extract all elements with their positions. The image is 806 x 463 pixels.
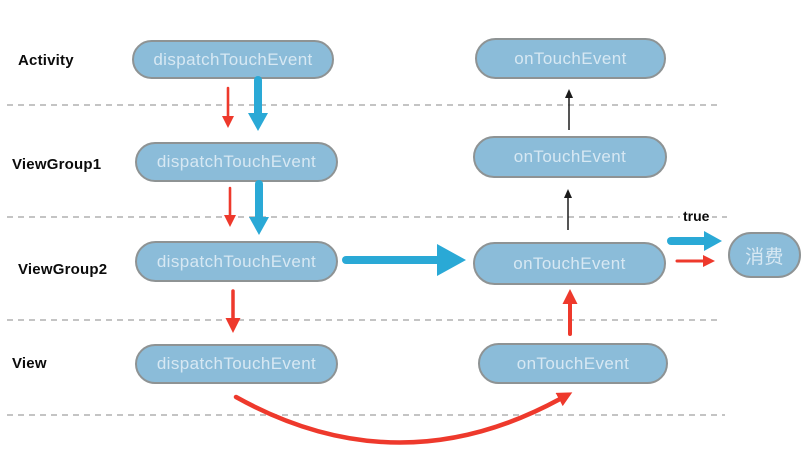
node-activity-dispatchtouchevent: dispatchTouchEvent [132,40,334,79]
row-label-view: View [12,355,47,372]
row-label-viewgroup1: ViewGroup1 [12,156,102,173]
node-consume: 消费 [728,232,801,278]
row-label-viewgroup2: ViewGroup2 [18,261,108,278]
node-viewgroup1-dispatchtouchevent: dispatchTouchEvent [135,142,338,182]
node-viewgroup2-dispatchtouchevent: dispatchTouchEvent [135,241,338,282]
node-view-dispatchtouchevent: dispatchTouchEvent [135,344,338,384]
arrow-red-curve-view-dispatch-to-view-ontouch [233,392,573,445]
true-return-label: true [680,208,713,224]
node-viewgroup2-ontouchevent: onTouchEvent [473,242,666,285]
row-label-activity: Activity [18,52,74,69]
node-viewgroup1-ontouchevent: onTouchEvent [473,136,667,178]
node-activity-ontouchevent: onTouchEvent [475,38,666,79]
node-view-ontouchevent: onTouchEvent [478,343,668,384]
